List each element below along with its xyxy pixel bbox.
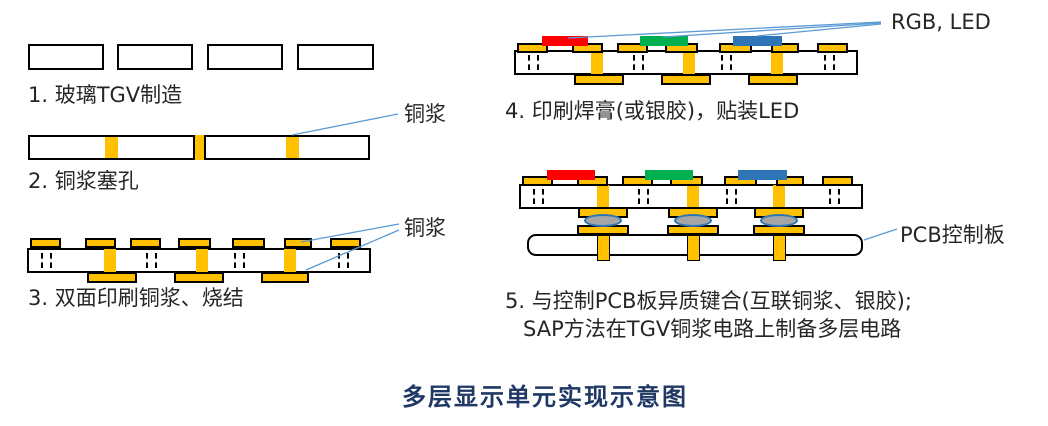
rgb-led-label: RGB, LED (891, 10, 991, 34)
copper-via (284, 249, 296, 273)
unfilled-via (41, 253, 52, 268)
callout-line-led-red (567, 21, 882, 39)
copper-pad-top (622, 176, 653, 186)
copper-pad-bottom (661, 74, 711, 85)
copper-pad-top (232, 238, 265, 248)
step5-label-line1: 5. 与控制PCB板异质键合(互联铜浆、银胶); (505, 289, 912, 313)
copper-pad-bottom (174, 272, 224, 283)
copper-pad-top (776, 176, 804, 186)
copper-pad-top (822, 176, 853, 186)
copper-via (591, 51, 603, 75)
copper-pad-bottom (261, 272, 309, 283)
callout-line-led-green (662, 22, 882, 38)
copper-via (683, 51, 695, 75)
glass-substrate (28, 44, 104, 70)
unfilled-via (528, 55, 539, 70)
figure-caption: 多层显示单元实现示意图 (402, 383, 688, 411)
copper-via (773, 185, 785, 209)
pcb-label: PCB控制板 (900, 223, 1005, 247)
unfilled-via (338, 253, 349, 268)
step5-label-line2: SAP方法在TGV铜浆电路上制备多层电路 (523, 317, 902, 341)
copper-paste-label: 铜浆 (404, 102, 446, 126)
unfilled-via (638, 189, 649, 204)
copper-pad-top (284, 238, 312, 248)
copper-pad-top (617, 43, 648, 53)
step1-label: 1. 玻璃TGV制造 (28, 83, 183, 107)
callout-line-pcb (863, 228, 898, 241)
unfilled-via (234, 253, 245, 268)
copper-pad-top (85, 238, 116, 248)
led-chip-red (542, 36, 588, 46)
callout-line-led-blue (756, 23, 882, 37)
copper-pad-top (522, 176, 553, 186)
copper-via (193, 135, 206, 160)
copper-pad-top (771, 43, 799, 53)
unfilled-via (533, 189, 544, 204)
callout-line-copper-step2 (291, 113, 399, 136)
glass-substrate (297, 44, 374, 70)
glass-substrate (207, 44, 283, 70)
unfilled-via (721, 55, 732, 70)
copper-paste-label: 铜浆 (404, 216, 446, 240)
pcb-via (597, 235, 610, 261)
copper-pad-top (178, 238, 211, 248)
unfilled-via (824, 55, 835, 70)
copper-pad-bottom (87, 272, 137, 283)
led-chip-blue (738, 170, 787, 180)
copper-pad-top (517, 43, 548, 53)
step3-label: 3. 双面印刷铜浆、烧结 (28, 286, 244, 310)
copper-via (105, 137, 118, 158)
copper-pad-top (330, 238, 361, 248)
unfilled-via (829, 189, 840, 204)
unfilled-via (726, 189, 737, 204)
copper-pad-bottom (574, 74, 624, 85)
pcb-via (773, 235, 786, 261)
copper-via (771, 51, 783, 75)
led-chip-green (645, 170, 693, 180)
copper-pad-top (30, 238, 61, 248)
pcb-via (687, 235, 700, 261)
unfilled-via (146, 253, 157, 268)
copper-via (687, 185, 699, 209)
step4-label: 4. 印刷焊膏(或银胶)，贴装LED (505, 99, 800, 123)
step2-label: 2. 铜浆塞孔 (28, 169, 139, 193)
solder-bump (584, 214, 622, 227)
copper-pad-top (817, 43, 848, 53)
copper-via (104, 249, 116, 273)
led-chip-red (547, 170, 595, 180)
led-chip-green (640, 36, 688, 46)
solder-bump (674, 214, 712, 227)
copper-via (597, 185, 609, 209)
unfilled-via (633, 55, 644, 70)
copper-pad-bottom (748, 74, 798, 85)
copper-pad-top (130, 238, 161, 248)
copper-via (196, 249, 208, 273)
solder-bump (760, 214, 798, 227)
led-chip-blue (733, 36, 782, 46)
copper-via (286, 137, 299, 158)
glass-substrate (117, 44, 193, 70)
